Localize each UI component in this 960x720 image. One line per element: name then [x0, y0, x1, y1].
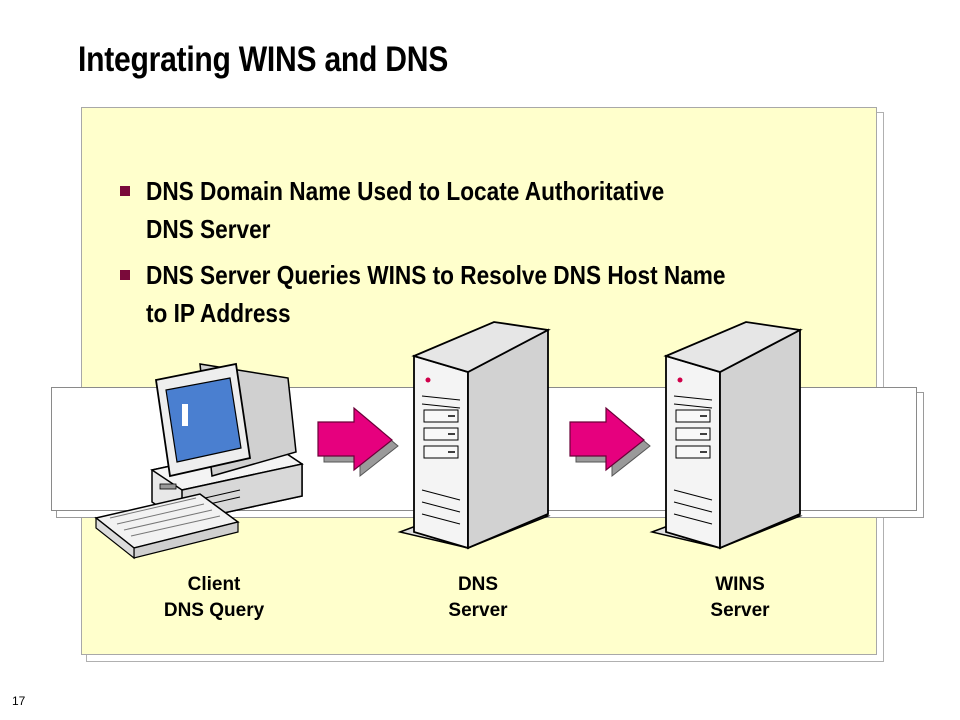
page-number: 17 — [12, 694, 26, 708]
arrow-right-icon — [317, 406, 399, 478]
slide-title: Integrating WINS and DNS — [78, 40, 449, 79]
bullet-item: DNS Server Queries WINS to Resolve DNS H… — [120, 256, 880, 332]
dns-server-caption: DNS Server — [378, 572, 578, 624]
bullet-line: DNS Server — [146, 214, 271, 244]
bullet-line: DNS Server Queries WINS to Resolve DNS H… — [146, 260, 726, 290]
wins-caption-line: WINS — [715, 574, 765, 595]
bullet-text: DNS Domain Name Used to Locate Authorita… — [146, 172, 772, 248]
client-caption-line: DNS Query — [163, 600, 265, 621]
server-tower-icon — [397, 321, 551, 550]
bullet-item: DNS Domain Name Used to Locate Authorita… — [120, 172, 880, 248]
dns-caption-line: DNS — [457, 574, 499, 595]
server-tower-icon — [649, 321, 803, 550]
bullet-square-icon — [120, 186, 130, 196]
bullet-line: DNS Domain Name Used to Locate Authorita… — [146, 176, 665, 206]
computer-icon — [94, 362, 304, 560]
client-caption: Client DNS Query — [114, 572, 314, 624]
bullet-square-icon — [120, 270, 130, 280]
bullet-list: DNS Domain Name Used to Locate Authorita… — [120, 172, 880, 340]
bullet-line: to IP Address — [146, 298, 291, 328]
client-caption-line: Client — [187, 574, 241, 595]
wins-server-caption: WINS Server — [640, 572, 840, 624]
arrow-right-icon — [569, 406, 651, 478]
dns-caption-line: Server — [448, 600, 508, 621]
wins-caption-line: Server — [710, 600, 770, 621]
bullet-text: DNS Server Queries WINS to Resolve DNS H… — [146, 256, 772, 332]
